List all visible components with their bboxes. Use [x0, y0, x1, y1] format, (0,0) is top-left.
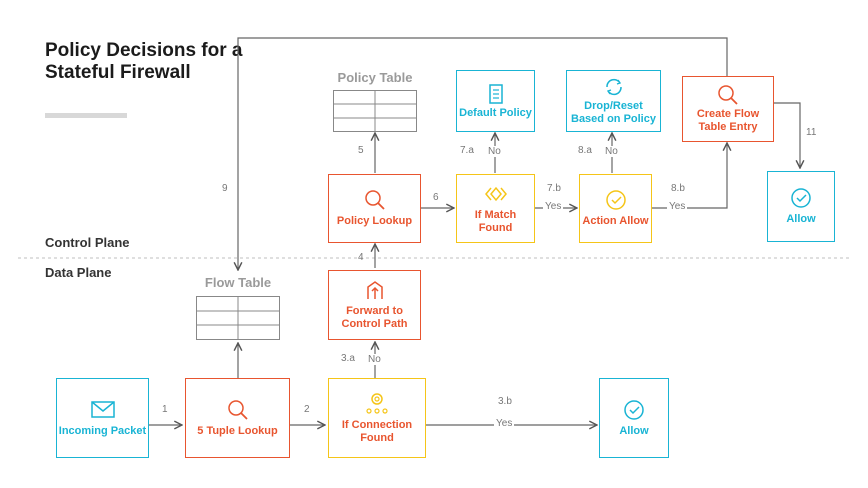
node-label: Policy Lookup [336, 215, 413, 227]
policy-table-title: Policy Table [337, 70, 413, 85]
edge-label-3a: 3.a [341, 353, 355, 364]
edge-label-7b: 7.b [547, 183, 561, 194]
edge-label-yes-8b: Yes [667, 201, 688, 212]
edge-label-no-7a: No [486, 146, 503, 157]
control-plane-label: Control Plane [45, 235, 130, 250]
edge-label-1: 1 [162, 404, 168, 415]
edge-label-4: 4 [358, 252, 364, 263]
refresh-icon [605, 78, 622, 96]
node-policy-lookup: Policy Lookup [328, 174, 421, 243]
edge-label-6: 6 [433, 192, 439, 203]
node-label: Incoming Packet [58, 424, 147, 437]
search-icon [364, 190, 385, 210]
edge-label-7a: 7.a [460, 145, 474, 156]
node-label: If Match Found [474, 208, 517, 234]
check-circle-icon [791, 188, 811, 208]
envelope-icon [90, 400, 115, 418]
edge-label-yes-7b: Yes [543, 201, 564, 212]
node-allow-control-plane: Allow [767, 171, 835, 242]
search-icon [718, 85, 738, 105]
gear-network-icon [366, 393, 388, 414]
flow-table-icon [196, 296, 280, 340]
edge-label-no-8a: No [603, 146, 620, 157]
node-if-match-found: If Match Found [456, 174, 535, 243]
edge-label-2: 2 [304, 404, 310, 415]
node-if-connection-found: If Connection Found [328, 378, 426, 458]
edge-label-8b: 8.b [671, 183, 685, 194]
edge-label-3b: 3.b [498, 396, 512, 407]
node-label: Allow [786, 213, 816, 225]
node-default-policy: Default Policy [456, 70, 535, 132]
edge-label-8a: 8.a [578, 145, 592, 156]
edge-label-11: 11 [806, 127, 817, 138]
edge-9 [238, 37, 728, 270]
check-circle-icon [624, 399, 644, 420]
node-action-allow: Action Allow [579, 174, 652, 243]
search-icon [227, 399, 248, 420]
diamond-icon [484, 186, 507, 201]
node-label: Action Allow [582, 215, 649, 227]
node-label: Default Policy [459, 106, 532, 119]
edge-8b [652, 143, 727, 209]
edge-11 [774, 102, 800, 168]
edge-label-9: 9 [222, 183, 228, 194]
node-forward-to-control-path: Forward to Control Path [328, 270, 421, 340]
node-label: Drop/Reset Based on Policy [571, 100, 656, 125]
node-label: 5 Tuple Lookup [197, 424, 278, 437]
flow-table-title: Flow Table [204, 275, 272, 290]
node-5-tuple-lookup: 5 Tuple Lookup [185, 378, 290, 458]
building-arrow-icon [366, 281, 383, 299]
node-allow-data-plane: Allow [599, 378, 669, 458]
node-label: Create Flow Table Entry [696, 108, 760, 133]
data-plane-label: Data Plane [45, 265, 112, 280]
node-incoming-packet: Incoming Packet [56, 378, 149, 458]
policy-table-icon [333, 90, 417, 132]
node-label: Allow [619, 424, 649, 437]
document-icon [488, 83, 503, 104]
diagram-title: Policy Decisions for a Stateful Firewall [45, 40, 243, 83]
node-label: Forward to Control Path [341, 305, 408, 330]
edge-label-5: 5 [358, 145, 364, 156]
title-underline [45, 113, 127, 118]
edge-label-yes-3b: Yes [494, 418, 515, 429]
node-label: If Connection Found [341, 419, 413, 444]
check-circle-icon [605, 190, 626, 210]
node-drop-reset: Drop/Reset Based on Policy [566, 70, 661, 132]
node-create-flow-table-entry: Create Flow Table Entry [682, 76, 774, 142]
edge-label-no-3a: No [366, 354, 383, 365]
